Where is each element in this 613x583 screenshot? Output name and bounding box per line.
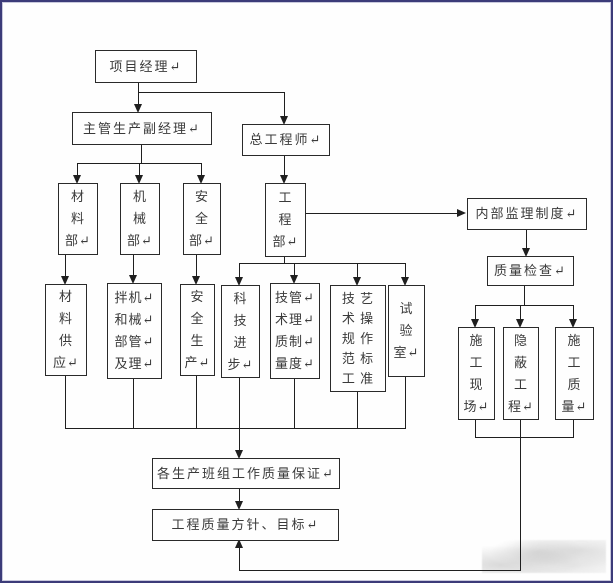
arrow-down-icon bbox=[290, 275, 298, 284]
arrow-down-icon bbox=[280, 116, 288, 125]
node-technical-spec-operation-standards-label: 技 艺 术 操 规 作 范 标 工 准 bbox=[341, 290, 375, 386]
node-concealed-works: 隐 蔽 工 程↵ bbox=[503, 327, 539, 420]
node-deputy-production-manager-label: 主管生产副经理↵ bbox=[83, 120, 201, 136]
arrow-down-icon bbox=[569, 319, 577, 328]
node-team-quality-assurance: 各生产班组工作质量保证↵ bbox=[152, 458, 340, 489]
node-engineering-dept: 工 程 部↵ bbox=[265, 183, 306, 257]
arrow-down-icon bbox=[522, 248, 530, 257]
node-safety-dept: 安 全 部↵ bbox=[183, 183, 221, 255]
node-project-manager: 项目经理↵ bbox=[95, 50, 197, 83]
node-machinery-management-mixing-label: 拌机↵ 和械↵ 部管↵ 及理↵ bbox=[114, 290, 155, 371]
arrow-down-icon bbox=[353, 277, 361, 286]
node-deputy-production-manager: 主管生产副经理↵ bbox=[72, 112, 212, 145]
watermark bbox=[482, 540, 606, 573]
node-construction-site: 施 工 现 场↵ bbox=[458, 327, 495, 420]
arrow-down-icon bbox=[235, 277, 243, 286]
node-technical-spec-operation-standards: 技 艺 术 操 规 作 范 标 工 准 bbox=[330, 285, 386, 392]
arrow-down-icon bbox=[73, 175, 81, 184]
node-safe-production: 安 全 生 产↵ bbox=[180, 284, 215, 376]
node-laboratory-label: 试 验 室↵ bbox=[393, 301, 420, 360]
arrow-down-icon bbox=[61, 276, 69, 285]
node-quality-policy-goals: 工程质量方针、目标↵ bbox=[152, 509, 339, 541]
node-quality-inspection: 质量检查↵ bbox=[487, 256, 574, 286]
node-engineering-dept-label: 工 程 部↵ bbox=[272, 190, 299, 249]
node-laboratory: 试 验 室↵ bbox=[388, 285, 425, 377]
arrow-down-icon bbox=[280, 175, 288, 184]
node-technology-progress: 科 技 进 步↵ bbox=[221, 285, 260, 378]
arrow-down-icon bbox=[192, 276, 200, 285]
node-safety-dept-label: 安 全 部↵ bbox=[189, 189, 215, 248]
node-materials-dept-label: 材 料 部↵ bbox=[65, 189, 91, 248]
node-technical-quality-management-system-label: 技管↵ 术理↵ 质制↵ 量度↵ bbox=[275, 290, 315, 371]
arrow-down-icon bbox=[401, 277, 409, 286]
node-project-manager-label: 项目经理↵ bbox=[109, 58, 183, 74]
node-material-supply-label: 材 料 供 应↵ bbox=[53, 289, 79, 370]
node-chief-engineer: 总工程师↵ bbox=[242, 124, 330, 156]
node-machinery-dept: 机 械 部↵ bbox=[120, 183, 160, 255]
node-construction-site-label: 施 工 现 场↵ bbox=[463, 332, 490, 414]
node-concealed-works-label: 隐 蔽 工 程↵ bbox=[508, 332, 534, 414]
arrow-down-icon bbox=[516, 319, 524, 328]
node-technical-quality-management-system: 技管↵ 术理↵ 质制↵ 量度↵ bbox=[270, 283, 320, 379]
arrow-down-icon bbox=[235, 501, 243, 510]
node-technology-progress-label: 科 技 进 步↵ bbox=[227, 290, 254, 372]
arrow-down-icon bbox=[135, 175, 143, 184]
arrow-down-icon bbox=[197, 175, 205, 184]
node-chief-engineer-label: 总工程师↵ bbox=[249, 132, 323, 147]
node-internal-supervision-system-label: 内部监理制度↵ bbox=[475, 206, 579, 221]
node-machinery-management-mixing: 拌机↵ 和械↵ 部管↵ 及理↵ bbox=[107, 283, 162, 379]
arrow-up-icon bbox=[235, 539, 243, 548]
node-quality-inspection-label: 质量检查↵ bbox=[494, 263, 567, 278]
node-machinery-dept-label: 机 械 部↵ bbox=[127, 189, 153, 248]
arrow-down-icon bbox=[129, 275, 137, 284]
node-construction-quality-label: 施 工 质 量↵ bbox=[561, 332, 588, 414]
node-safe-production-label: 安 全 生 产↵ bbox=[184, 289, 211, 370]
node-quality-policy-goals-label: 工程质量方针、目标↵ bbox=[171, 517, 320, 532]
arrow-down-icon bbox=[134, 104, 142, 113]
node-internal-supervision-system: 内部监理制度↵ bbox=[467, 198, 587, 230]
node-material-supply: 材 料 供 应↵ bbox=[45, 284, 87, 376]
node-construction-quality: 施 工 质 量↵ bbox=[555, 327, 594, 420]
arrow-down-icon bbox=[471, 319, 479, 328]
node-materials-dept: 材 料 部↵ bbox=[58, 183, 98, 255]
node-team-quality-assurance-label: 各生产班组工作质量保证↵ bbox=[157, 465, 335, 481]
arrow-down-icon bbox=[235, 450, 243, 459]
arrow-right-icon bbox=[457, 209, 466, 217]
